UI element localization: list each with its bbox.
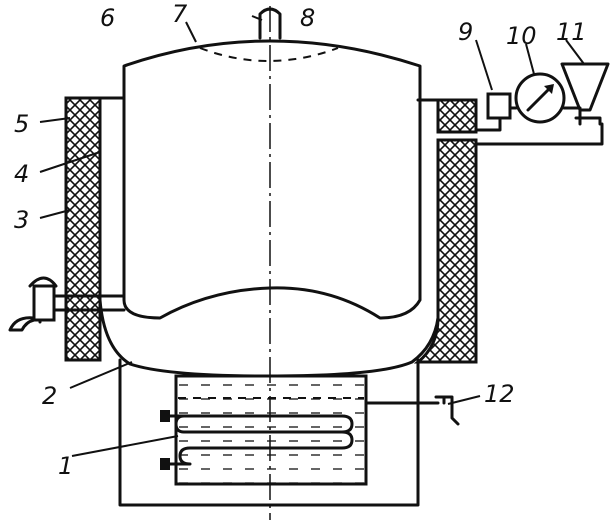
label-7: 7 [172,0,188,28]
valve-9 [486,92,512,120]
inner-vessel [122,39,422,320]
outer-shell [98,96,440,378]
label-4: 4 [14,160,29,188]
label-6: 6 [100,4,115,32]
label-11: 11 [556,18,587,46]
label-5: 5 [14,110,29,138]
label-12: 12 [484,380,515,408]
label-8: 8 [300,4,315,32]
base-frame [118,358,420,507]
insulation-jacket-right [413,98,478,364]
funnel-11 [560,62,610,112]
pressure-piping [474,62,610,146]
label-1: 1 [58,452,73,480]
coil-terminal-bottom [160,458,170,470]
coil-terminal-top [160,410,170,422]
outlet-pipe-left [8,276,126,332]
drain-pipe-12 [364,395,460,426]
heating-coil [166,414,354,466]
insulation-jacket-left [64,96,102,362]
leader-lines [39,15,585,457]
label-2: 2 [42,382,57,410]
label-3: 3 [14,206,29,234]
heating-bath [160,374,368,486]
label-10: 10 [506,22,537,50]
label-9: 9 [458,18,473,46]
lid [199,7,339,62]
